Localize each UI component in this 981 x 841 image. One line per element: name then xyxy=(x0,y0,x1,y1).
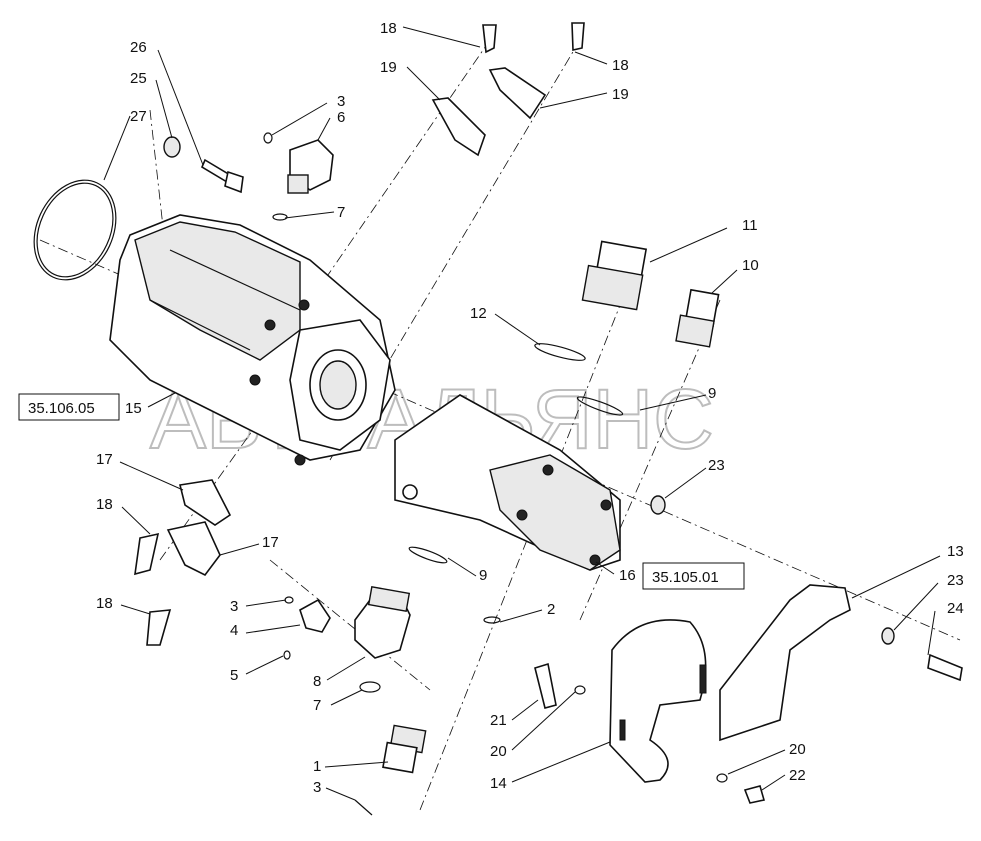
callout-26: 26 xyxy=(130,39,147,56)
bracket-13 xyxy=(719,584,851,742)
motor-16 xyxy=(394,394,621,571)
fitting-1 xyxy=(382,724,427,774)
callout-3: 3 xyxy=(313,779,321,796)
seal-9-upper xyxy=(576,396,624,416)
callout-3: 3 xyxy=(230,598,238,615)
fitting-8 xyxy=(354,586,411,659)
elbow-4 xyxy=(299,598,331,633)
bolt-22 xyxy=(743,785,766,804)
callout-19: 19 xyxy=(612,86,629,103)
callout-20: 20 xyxy=(490,743,507,760)
callout-1: 1 xyxy=(313,758,321,775)
ref-pump-text: 35.106.05 xyxy=(28,400,95,417)
callout-6: 6 xyxy=(337,109,345,126)
callout-27: 27 xyxy=(130,108,147,125)
callout-17: 17 xyxy=(262,534,279,551)
hydraulic-pump-15 xyxy=(109,214,396,466)
callout-23: 23 xyxy=(947,572,964,589)
callout-7: 7 xyxy=(337,204,345,221)
seal-12 xyxy=(534,343,586,361)
callout-17: 17 xyxy=(96,451,113,468)
callout-20: 20 xyxy=(789,741,806,758)
washer-25 xyxy=(163,136,181,158)
callout-2: 2 xyxy=(547,601,555,618)
bolt-18-left-low xyxy=(146,609,172,646)
seal-3-top xyxy=(263,132,273,144)
clamp-17-upper xyxy=(179,479,232,526)
seal-7-lower xyxy=(359,681,381,693)
ref-box-pump[interactable]: 35.106.05 xyxy=(18,393,120,421)
callout-12: 12 xyxy=(470,305,487,322)
fitting-11 xyxy=(581,240,648,311)
callout-13: 13 xyxy=(947,543,964,560)
callout-9: 9 xyxy=(479,567,487,584)
callout-23: 23 xyxy=(708,457,725,474)
callout-7: 7 xyxy=(313,697,321,714)
callout-5: 5 xyxy=(230,667,238,684)
callout-16: 16 xyxy=(619,567,636,584)
washer-20-left xyxy=(574,685,586,695)
clamp-19-right xyxy=(488,67,547,120)
callout-25: 25 xyxy=(130,70,147,87)
bracket-14-slot xyxy=(699,664,707,694)
callout-9: 9 xyxy=(708,385,716,402)
callout-4: 4 xyxy=(230,622,238,639)
callout-18: 18 xyxy=(96,595,113,612)
o-ring-27-inner xyxy=(36,182,114,278)
callout-10: 10 xyxy=(742,257,759,274)
seal-9-lower xyxy=(408,546,448,564)
bolt-18-top-left xyxy=(482,24,497,54)
callout-22: 22 xyxy=(789,767,806,784)
callout-24: 24 xyxy=(947,600,964,617)
bolt-26 xyxy=(200,158,244,194)
washer-20-right xyxy=(716,773,728,783)
seal-2 xyxy=(483,616,501,624)
seal-7-top xyxy=(272,213,288,221)
callout-18: 18 xyxy=(380,20,397,37)
bracket-14 xyxy=(609,619,707,783)
bracket-14-hole xyxy=(619,719,626,741)
callout-18: 18 xyxy=(612,57,629,74)
ref-box-motor[interactable]: 35.105.01 xyxy=(642,562,745,590)
callout-18: 18 xyxy=(96,496,113,513)
elbow-fitting-6 xyxy=(287,139,334,194)
bolt-18-top-right xyxy=(571,22,585,51)
ref-motor-text: 35.105.01 xyxy=(652,569,719,586)
clamp-17-lower xyxy=(166,521,221,577)
callout-11: 11 xyxy=(742,217,758,234)
bolt-24 xyxy=(927,653,963,682)
callout-21: 21 xyxy=(490,712,507,729)
callout-15: 15 xyxy=(125,400,142,417)
washer-23-lower xyxy=(881,627,895,645)
seal-5 xyxy=(283,650,291,660)
callout-8: 8 xyxy=(313,673,321,690)
clamp-19-left xyxy=(431,97,486,157)
washer-23-upper xyxy=(650,495,666,515)
fitting-10 xyxy=(675,288,720,348)
callout-19: 19 xyxy=(380,59,397,76)
callout-labels: 18 18 19 19 26 25 27 3 6 7 11 10 12 9 15… xyxy=(96,20,964,796)
o-ring-27 xyxy=(33,179,117,281)
callout-14: 14 xyxy=(490,775,507,792)
bolt-21 xyxy=(534,662,557,709)
bolt-18-left-mid xyxy=(134,532,160,576)
seal-3-mid xyxy=(284,596,294,604)
leader-lines xyxy=(103,26,941,801)
callout-3: 3 xyxy=(337,93,345,110)
seal-3-bottom xyxy=(354,799,373,816)
